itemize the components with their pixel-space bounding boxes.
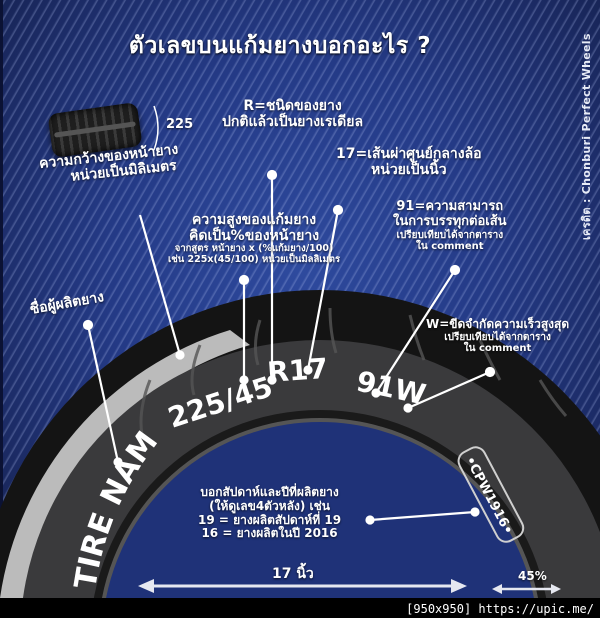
small-tire-bracket: [153, 105, 159, 151]
type-annotation: R=ชนิดของยาง ปกติแล้วเป็นยางเรเดียล: [222, 98, 364, 131]
infographic: ตัวเลขบนแก้มยางบอกอะไร ? เครดิต : Chonbu…: [0, 0, 600, 598]
aspect-dimension-arrow: [492, 584, 561, 594]
rim-diameter-label: 17 นิ้ว: [272, 566, 314, 582]
rim-dimension-arrow: [138, 579, 467, 593]
rim-code-text: R17: [266, 352, 329, 389]
aspect-ratio-label: 45%: [518, 569, 547, 583]
rim-annotation: 17=เส้นผ่าศูนย์กลางล้อ หน่วยเป็นนิ้ว: [336, 146, 482, 179]
date-annotation: บอกสัปดาห์และปีที่ผลิตยาง (ให้ดูเลข4ตัวห…: [198, 485, 342, 541]
tire-illustration: TIRE NAME 225/45 R17 91W •CPW1916•: [0, 0, 600, 598]
watermark: [950x950] https://upic.me/: [406, 602, 594, 616]
page-title: ตัวเลขบนแก้มยางบอกอะไร ?: [128, 33, 432, 59]
speed-annotation: W=ขีดจำกัดความเร็วสูงสุด เปรียบเทียบได้จ…: [426, 317, 570, 355]
aspect-annotation: ความสูงของแก้มยาง คิดเป็น%ของหน้ายาง จาก…: [168, 212, 341, 266]
load-annotation: 91=ความสามารถ ในการบรรทุกต่อเส้น เปรียบเ…: [393, 199, 507, 253]
small-tire-width-label: 225: [166, 117, 194, 132]
